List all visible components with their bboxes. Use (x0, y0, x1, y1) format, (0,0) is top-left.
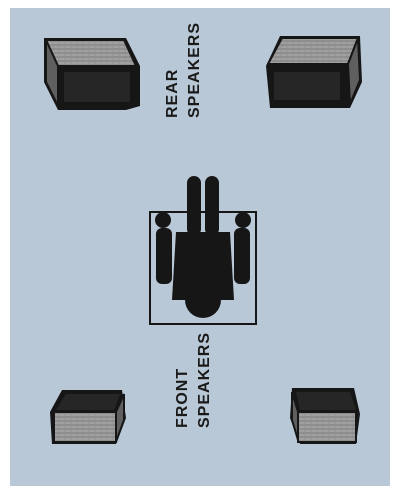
rear-label-line2: SPEAKERS (186, 22, 203, 118)
front-label-line1: FRONT (174, 368, 191, 428)
front-label-line2: SPEAKERS (196, 332, 213, 428)
right-hand-icon (235, 212, 251, 228)
rear-speaker-right (266, 36, 362, 108)
front-speaker-right (290, 388, 360, 444)
rear-speaker-left (44, 38, 140, 110)
head-icon (185, 282, 221, 318)
front-speaker-left (50, 390, 126, 444)
left-hand-icon (155, 212, 171, 228)
rear-label-line1: REAR (164, 69, 181, 118)
